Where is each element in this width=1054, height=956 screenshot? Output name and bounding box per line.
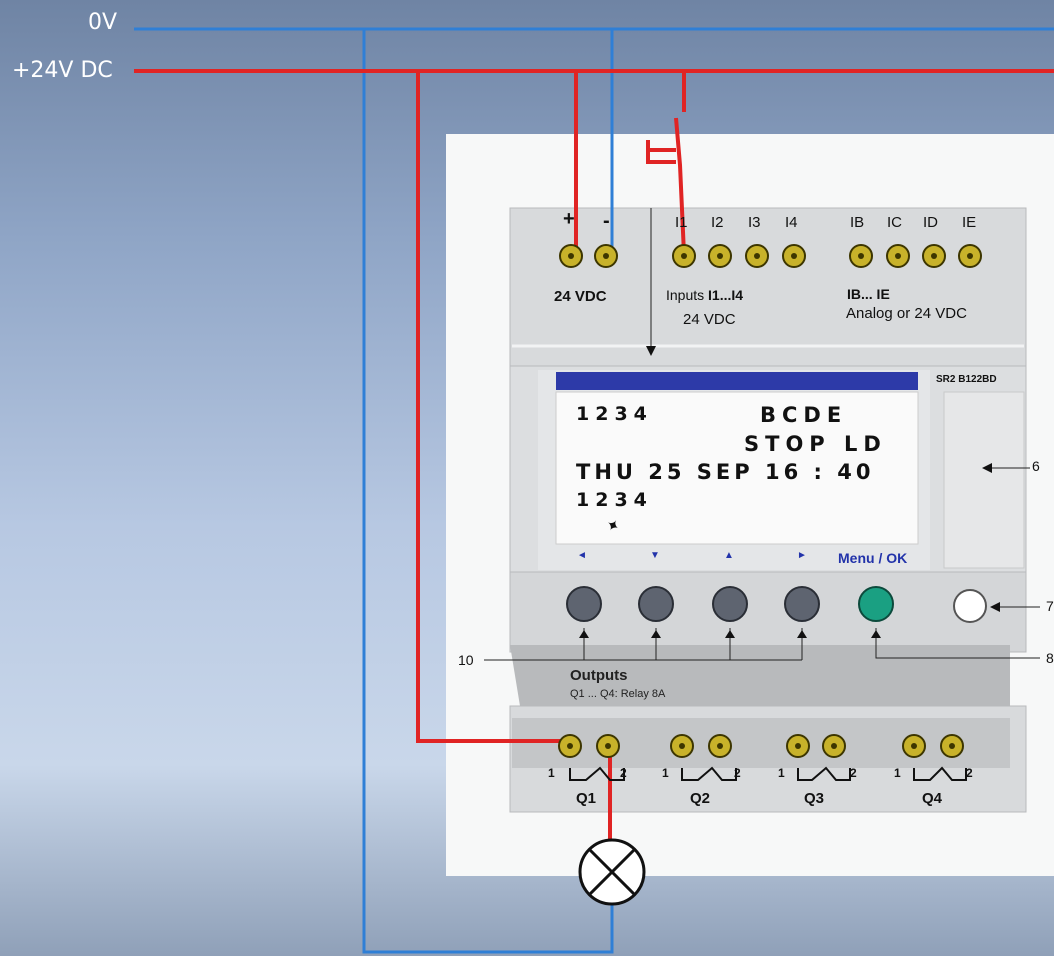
q3-pin2: 2 bbox=[850, 766, 857, 780]
right-button bbox=[784, 586, 820, 622]
lcd-line2: STOP LD bbox=[744, 432, 887, 456]
analog-label-id: ID bbox=[923, 214, 938, 231]
inputs-voltage-label: 24 VDC bbox=[683, 311, 736, 328]
plus-label: + bbox=[563, 208, 575, 230]
pos-wires bbox=[134, 69, 1054, 840]
callout-10: 10 bbox=[458, 652, 474, 668]
down-button bbox=[638, 586, 674, 622]
lcd-line4: 1234 bbox=[576, 489, 653, 511]
model-label: SR2 B122BD bbox=[936, 374, 997, 385]
side-cover bbox=[943, 391, 1025, 569]
outputs-title: Outputs bbox=[570, 667, 628, 684]
up-button bbox=[712, 586, 748, 622]
input-label-i2: I2 bbox=[711, 214, 724, 231]
q1-pin1: 1 bbox=[548, 766, 555, 780]
q4-pin1: 1 bbox=[894, 766, 901, 780]
nav-left-label: ◄ bbox=[577, 550, 587, 561]
analog-label-ic: IC bbox=[887, 214, 902, 231]
relay-label-q2: Q2 bbox=[690, 790, 711, 807]
lcd-header-bar bbox=[556, 372, 918, 390]
left-button bbox=[566, 586, 602, 622]
nav-down-label: ▼ bbox=[650, 550, 660, 561]
relay-label-q3: Q3 bbox=[804, 790, 825, 807]
q1-pin2: 2 bbox=[620, 766, 627, 780]
neg-wires bbox=[134, 27, 1054, 954]
keypad bbox=[566, 586, 987, 623]
rail-label-24v: +24V DC bbox=[12, 58, 113, 83]
lcd-line3: THU 25 SEP 16 : 40 bbox=[576, 460, 875, 484]
analog-label-ie: IE bbox=[962, 214, 977, 231]
relay-label-q1: Q1 bbox=[576, 790, 597, 807]
shift-button bbox=[953, 589, 987, 623]
input-label-i4: I4 bbox=[785, 214, 798, 231]
lcd-line1-right: BCDE bbox=[760, 403, 848, 427]
relay-label-q4: Q4 bbox=[922, 790, 943, 807]
q2-pin2: 2 bbox=[734, 766, 741, 780]
arrow-down bbox=[646, 346, 656, 356]
menu-ok-label: Menu / OK bbox=[838, 550, 908, 566]
callout-6: 6 bbox=[1032, 458, 1040, 474]
q3-pin1: 1 bbox=[778, 766, 785, 780]
input-label-i1: I1 bbox=[675, 214, 688, 231]
outputs-subtitle: Q1 ... Q4: Relay 8A bbox=[570, 688, 666, 700]
menu-ok-button bbox=[858, 586, 894, 622]
analog-label-ib: IB bbox=[850, 214, 865, 231]
callout-7: 7 bbox=[1046, 598, 1054, 614]
analog-range-label: IB... IE bbox=[847, 286, 890, 302]
lcd-line1-left: 1234 bbox=[576, 403, 653, 425]
q2-pin1: 1 bbox=[662, 766, 669, 780]
q4-pin2: 2 bbox=[966, 766, 973, 780]
input-label-i3: I3 bbox=[748, 214, 761, 231]
nav-right-label: ► bbox=[797, 550, 807, 561]
nav-up-label: ▲ bbox=[724, 550, 734, 561]
power-voltage-label: 24 VDC bbox=[554, 288, 607, 305]
lcd-screen bbox=[555, 391, 919, 545]
pushbutton-symbol bbox=[646, 140, 676, 164]
relay-symbols bbox=[569, 766, 967, 781]
analog-sublabel: Analog or 24 VDC bbox=[846, 305, 967, 322]
inputs-label: Inputs I1...I4 bbox=[666, 287, 744, 303]
lamp-symbol bbox=[578, 838, 646, 906]
rail-label-0v: 0V bbox=[88, 10, 118, 35]
callout-8: 8 bbox=[1046, 650, 1054, 666]
minus-label: - bbox=[603, 210, 610, 232]
